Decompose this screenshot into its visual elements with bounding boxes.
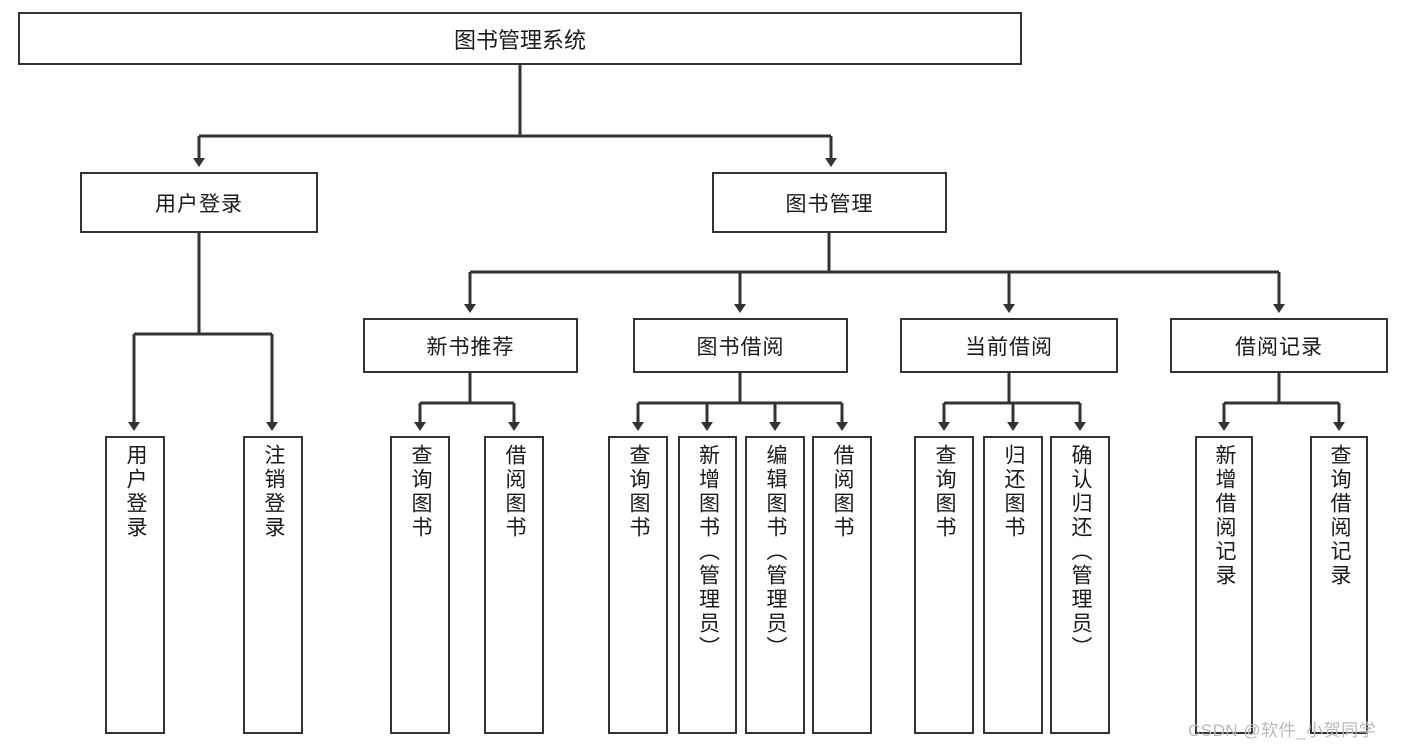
node-root-label: 图书管理系统 (453, 27, 586, 53)
leaf-add-book-admin-label: 新增图书（管理员） (696, 444, 720, 660)
node-book-borrow-label: 图书借阅 (696, 335, 785, 359)
leaf-query-book-current[interactable]: 查询图书 (914, 436, 974, 734)
node-book-borrow[interactable]: 图书借阅 (633, 318, 848, 373)
leaf-query-book-borrow-label: 查询图书 (627, 444, 651, 540)
leaf-user-login-label: 用户登录 (124, 444, 148, 540)
leaf-edit-book-admin[interactable]: 编辑图书（管理员） (745, 436, 805, 734)
leaf-add-borrow-record-label: 新增借阅记录 (1213, 444, 1237, 588)
leaf-user-login[interactable]: 用户登录 (105, 436, 165, 734)
leaf-borrow-book[interactable]: 借阅图书 (812, 436, 872, 734)
leaf-add-book-admin[interactable]: 新增图书（管理员） (678, 436, 737, 734)
leaf-confirm-return-admin[interactable]: 确认归还（管理员） (1050, 436, 1110, 734)
csdn-watermark: CSDN @软件_小贺同学 (1188, 721, 1377, 740)
node-user-login-label: 用户登录 (155, 192, 243, 216)
leaf-return-book-label: 归还图书 (1002, 444, 1026, 540)
node-borrow-record[interactable]: 借阅记录 (1170, 318, 1388, 373)
leaf-query-book-recommend-label: 查询图书 (409, 444, 433, 540)
leaf-add-borrow-record[interactable]: 新增借阅记录 (1195, 436, 1253, 734)
leaf-return-book[interactable]: 归还图书 (983, 436, 1043, 734)
node-new-book-recommend-label: 新书推荐 (426, 335, 515, 359)
leaf-edit-book-admin-label: 编辑图书（管理员） (764, 444, 788, 660)
leaf-user-logout-label: 注销登录 (262, 444, 286, 540)
node-current-borrow-label: 当前借阅 (965, 335, 1053, 359)
leaf-query-book-borrow[interactable]: 查询图书 (608, 436, 668, 734)
leaf-borrow-book-recommend-label: 借阅图书 (503, 444, 527, 540)
node-new-book-recommend[interactable]: 新书推荐 (363, 318, 578, 373)
leaf-borrow-book-recommend[interactable]: 借阅图书 (484, 436, 544, 734)
leaf-confirm-return-admin-label: 确认归还（管理员） (1069, 444, 1093, 660)
leaf-query-book-recommend[interactable]: 查询图书 (390, 436, 450, 734)
leaf-user-logout[interactable]: 注销登录 (243, 436, 303, 734)
node-user-login[interactable]: 用户登录 (80, 172, 318, 233)
node-root[interactable]: 图书管理系统 (18, 12, 1022, 65)
leaf-borrow-book-label: 借阅图书 (831, 444, 855, 540)
leaf-query-borrow-record[interactable]: 查询借阅记录 (1310, 436, 1368, 734)
node-book-management[interactable]: 图书管理 (712, 172, 947, 233)
node-borrow-record-label: 借阅记录 (1235, 335, 1323, 359)
node-book-management-label: 图书管理 (785, 192, 874, 216)
node-current-borrow[interactable]: 当前借阅 (900, 318, 1118, 373)
leaf-query-borrow-record-label: 查询借阅记录 (1328, 444, 1352, 588)
leaf-query-book-current-label: 查询图书 (933, 444, 957, 540)
